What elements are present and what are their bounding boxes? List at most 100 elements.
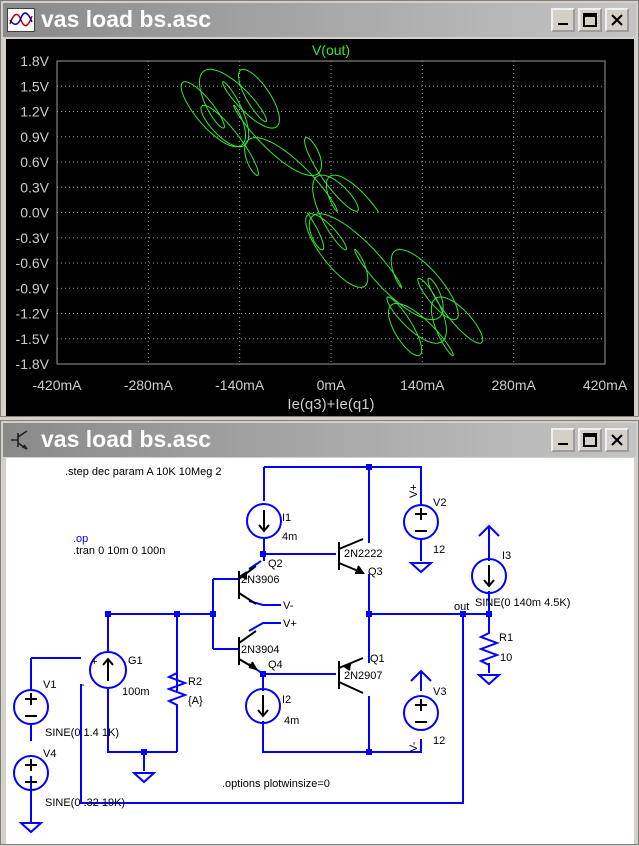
v3-name: V3	[433, 686, 446, 698]
q3-name: Q3	[368, 566, 383, 578]
g1-minus-label: -	[81, 679, 85, 691]
v3-v-minus-label: V-	[408, 741, 420, 752]
window-title: vas load bs.asc	[41, 6, 212, 32]
op-directive[interactable]: .op	[73, 533, 88, 545]
x-tick-label: 280mA	[491, 377, 536, 393]
close-icon	[611, 14, 623, 26]
options-directive[interactable]: .options plotwinsize=0	[222, 778, 330, 790]
current-source-i2[interactable]	[245, 688, 281, 724]
minimize-button[interactable]	[551, 428, 575, 452]
voltage-source-v1[interactable]	[13, 689, 49, 725]
maximize-icon	[583, 13, 597, 27]
minimize-icon	[558, 23, 568, 25]
x-tick-label: -280mA	[124, 377, 174, 393]
resistor-r2[interactable]	[166, 669, 188, 709]
trace-v-out	[180, 68, 484, 357]
x-tick-label: -140mA	[215, 377, 265, 393]
plot-area[interactable]: 1.8V 1.5V 1.2V 0.9V 0.6V 0.3V 0.0V -0.3V -0.6V -0…	[1, 1, 639, 418]
v2-name: V2	[433, 497, 446, 509]
controlled-source-g1[interactable]	[89, 651, 127, 689]
y-tick-label: -0.9V	[16, 280, 50, 296]
maximize-icon	[583, 433, 597, 447]
transistor-q4[interactable]	[238, 630, 259, 671]
v2-v-plus-label: V+	[408, 484, 420, 498]
q1-name: Q1	[370, 653, 385, 665]
maximize-button[interactable]	[578, 8, 602, 32]
tran-directive[interactable]: .tran 0 10m 0 100n	[73, 545, 165, 557]
transistor-icon	[11, 430, 28, 450]
close-icon	[611, 434, 623, 446]
y-tick-label: 1.8V	[20, 53, 49, 69]
g1-value: 100m	[122, 686, 150, 698]
y-tick-label: 0.0V	[20, 205, 49, 221]
schematic-background	[6, 458, 634, 844]
maximize-button[interactable]	[578, 428, 602, 452]
supply-arrows	[410, 524, 500, 691]
q2-name: Q2	[268, 558, 283, 570]
r2-value: {A}	[188, 695, 203, 707]
x-tick-label: 140mA	[400, 377, 445, 393]
y-tick-label: 0.6V	[20, 154, 49, 170]
out-net-label[interactable]: out	[454, 601, 469, 613]
voltage-source-v3[interactable]	[403, 695, 439, 731]
v4-name: V4	[43, 748, 56, 760]
q4-v-plus-label: V+	[283, 618, 297, 630]
q4-model: 2N3904	[241, 644, 280, 656]
minimize-button[interactable]	[551, 8, 575, 32]
q1-model: 2N2907	[344, 670, 383, 682]
transistor-q1[interactable]	[338, 657, 364, 694]
i3-name: I3	[502, 550, 511, 562]
y-tick-label: -1.2V	[16, 306, 50, 322]
current-source-i1[interactable]	[246, 503, 282, 539]
trace-label[interactable]: V(out)	[312, 42, 350, 58]
r1-name: R1	[499, 632, 513, 644]
q2-model: 2N3906	[241, 574, 280, 586]
schematic-window-titlebar[interactable]: vas load bs.asc	[3, 423, 636, 457]
v4-value: SINE(0 .32 19K)	[45, 797, 125, 809]
y-tick-label: 0.3V	[20, 179, 49, 195]
ground-symbols	[18, 562, 502, 834]
x-axis-label[interactable]: Ie(q3)+Ie(q1)	[287, 396, 374, 413]
schematic-canvas[interactable]: .step dec param A 10K 10Meg 2 .op .tran …	[1, 421, 639, 846]
junction-dots	[105, 464, 492, 755]
step-directive[interactable]: .step dec param A 10K 10Meg 2	[65, 466, 222, 478]
resistor-r1[interactable]	[478, 629, 500, 666]
q3-model: 2N2222	[344, 548, 383, 560]
schematic-window: vas load bs.asc	[0, 420, 639, 845]
r2-name: R2	[188, 676, 202, 688]
current-source-i3[interactable]	[471, 558, 507, 594]
voltage-source-v4[interactable]	[13, 755, 49, 791]
g1-plus-label: +	[91, 656, 97, 668]
transistor-q3[interactable]	[338, 538, 365, 574]
y-gridlines	[57, 85, 605, 340]
transistor-q2[interactable]	[238, 565, 257, 605]
y-tick-label: -1.5V	[16, 331, 50, 347]
y-tick-label: -0.3V	[16, 230, 50, 246]
i1-value: 4m	[282, 531, 297, 543]
v3-value: 12	[433, 735, 445, 747]
i2-value: 4m	[284, 715, 299, 727]
x-tick-label: -420mA	[32, 377, 82, 393]
i1-name: I1	[282, 512, 291, 524]
trace-path	[180, 68, 484, 357]
v1-value: SINE(0 1.4 1K)	[45, 727, 119, 739]
i2-name: I2	[282, 694, 291, 706]
q4-name: Q4	[268, 659, 283, 671]
minimize-icon	[558, 443, 568, 445]
close-button[interactable]	[605, 428, 629, 452]
x-tick-label: 0mA	[317, 377, 346, 393]
voltage-source-v2[interactable]	[403, 504, 439, 540]
g1-name: G1	[128, 655, 143, 667]
y-tick-labels: 1.8V 1.5V 1.2V 0.9V 0.6V 0.3V 0.0V -0.3V -0.6V -0…	[16, 53, 50, 372]
waveform-icon	[7, 8, 35, 32]
v1-name: V1	[43, 679, 56, 691]
y-tick-label: -0.6V	[16, 255, 50, 271]
y-tick-label: 0.9V	[20, 129, 49, 145]
y-tick-label: -1.8V	[16, 356, 50, 372]
y-tick-label: 1.2V	[20, 104, 49, 120]
close-button[interactable]	[605, 8, 629, 32]
plot-window: vas load bs.asc 1.8V 1.5V 1.2V 0.9V 0.6V 0.3V…	[0, 0, 639, 417]
y-tick-label: 1.5V	[20, 78, 49, 94]
plot-window-titlebar[interactable]: vas load bs.asc	[3, 3, 636, 37]
